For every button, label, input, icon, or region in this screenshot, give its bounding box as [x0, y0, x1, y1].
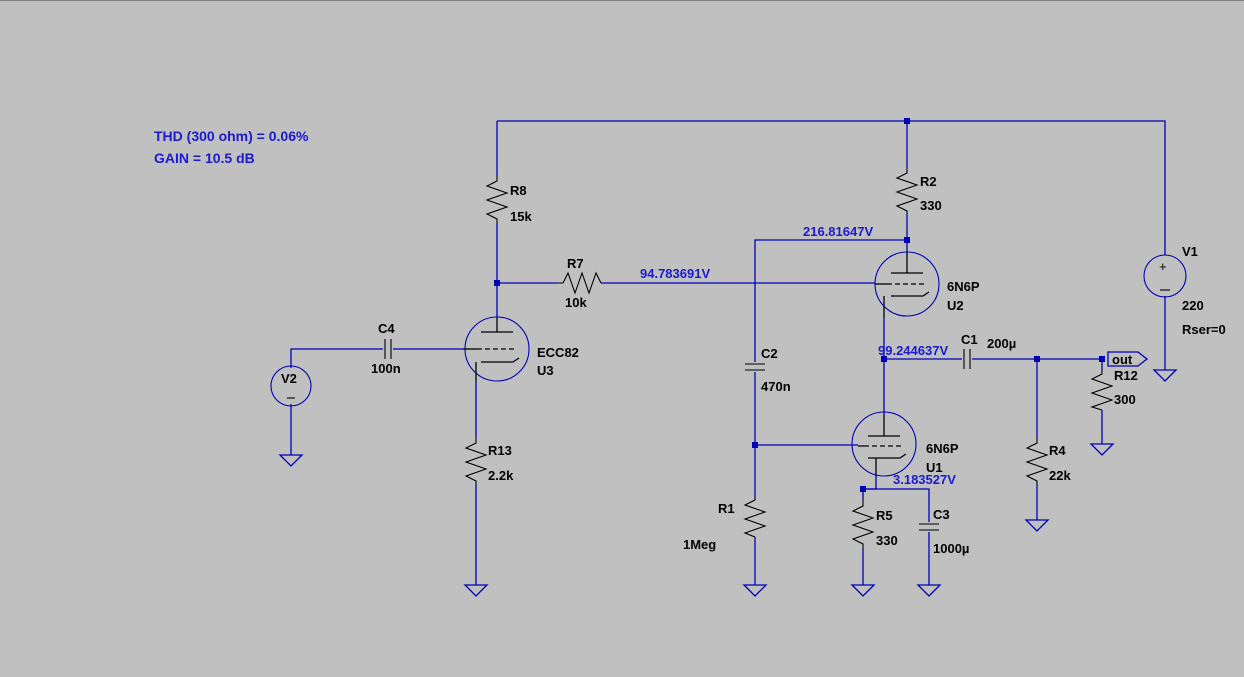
tube-u3[interactable]: ECC82 U3	[463, 316, 579, 382]
u1-model: 6N6P	[926, 441, 959, 456]
r7-name: R7	[567, 256, 584, 271]
output-label: out	[1112, 352, 1133, 367]
v1-value: 220	[1182, 298, 1204, 313]
c2-name: C2	[761, 346, 778, 361]
source-v2[interactable]: V2	[270, 365, 312, 407]
c3-value: 1000µ	[933, 541, 969, 556]
u1-name: U1	[926, 460, 943, 475]
r1-value: 1Meg	[683, 537, 716, 552]
r2-value: 330	[920, 198, 942, 213]
r2-name: R2	[920, 174, 937, 189]
node-voltage-grid-u2: 94.783691V	[640, 266, 710, 281]
u2-model: 6N6P	[947, 279, 980, 294]
r12-name: R12	[1114, 368, 1138, 383]
u2-name: U2	[947, 298, 964, 313]
r5-name: R5	[876, 508, 893, 523]
node-voltage-cathode-u1: 3.183527V	[893, 472, 956, 487]
r13-value: 2.2k	[488, 468, 514, 483]
capacitor-c4[interactable]: C4 100n	[371, 321, 401, 376]
svg-text:+: +	[1159, 259, 1167, 274]
r4-value: 22k	[1049, 468, 1071, 483]
capacitor-c2[interactable]: C2 470n	[745, 346, 791, 394]
c4-name: C4	[378, 321, 395, 336]
r12-value: 300	[1114, 392, 1136, 407]
tube-u1[interactable]: 6N6P U1	[851, 411, 959, 477]
v1-name: V1	[1182, 244, 1198, 259]
gain-annotation[interactable]: GAIN = 10.5 dB	[154, 150, 255, 166]
r8-name: R8	[510, 183, 527, 198]
v1-param: Rser=0	[1182, 322, 1226, 337]
resistor-r2[interactable]: R2 330	[895, 168, 942, 213]
node-voltage-output: 99.244637V	[878, 343, 948, 358]
c1-value: 200µ	[987, 336, 1016, 351]
resistor-r8[interactable]: R8 15k	[485, 175, 532, 224]
ground-symbols	[278, 369, 1178, 597]
c2-value: 470n	[761, 379, 791, 394]
u3-name: U3	[537, 363, 554, 378]
resistor-r4[interactable]: R4 22k	[1025, 437, 1071, 485]
c4-value: 100n	[371, 361, 401, 376]
r1-name: R1	[718, 501, 735, 516]
tube-u2[interactable]: 6N6P U2	[874, 251, 980, 318]
c3-name: C3	[933, 507, 950, 522]
u3-model: ECC82	[537, 345, 579, 360]
v2-name: V2	[281, 371, 297, 386]
r4-name: R4	[1049, 443, 1066, 458]
node-voltage-plate-u2: 216.81647V	[803, 224, 873, 239]
resistor-r5[interactable]: R5 330	[851, 500, 898, 548]
wires	[290, 120, 1166, 585]
r8-value: 15k	[510, 209, 532, 224]
resistor-r7[interactable]: R7 10k	[557, 256, 602, 310]
capacitor-c3[interactable]: C3 1000µ	[919, 507, 969, 556]
capacitor-c1[interactable]: C1 200µ	[961, 332, 1016, 369]
thd-annotation[interactable]: THD (300 ohm) = 0.06%	[154, 128, 309, 144]
resistor-r12[interactable]: R12 300	[1090, 368, 1138, 411]
c1-name: C1	[961, 332, 978, 347]
r5-value: 330	[876, 533, 898, 548]
r7-value: 10k	[565, 295, 587, 310]
resistor-r13[interactable]: R13 2.2k	[464, 437, 514, 485]
output-port[interactable]: out	[1107, 351, 1149, 367]
resistor-r1[interactable]: R1 1Meg	[683, 497, 767, 552]
r13-name: R13	[488, 443, 512, 458]
junction-dots	[494, 118, 1105, 492]
source-v1[interactable]: + V1 220 Rser=0	[1143, 244, 1226, 337]
